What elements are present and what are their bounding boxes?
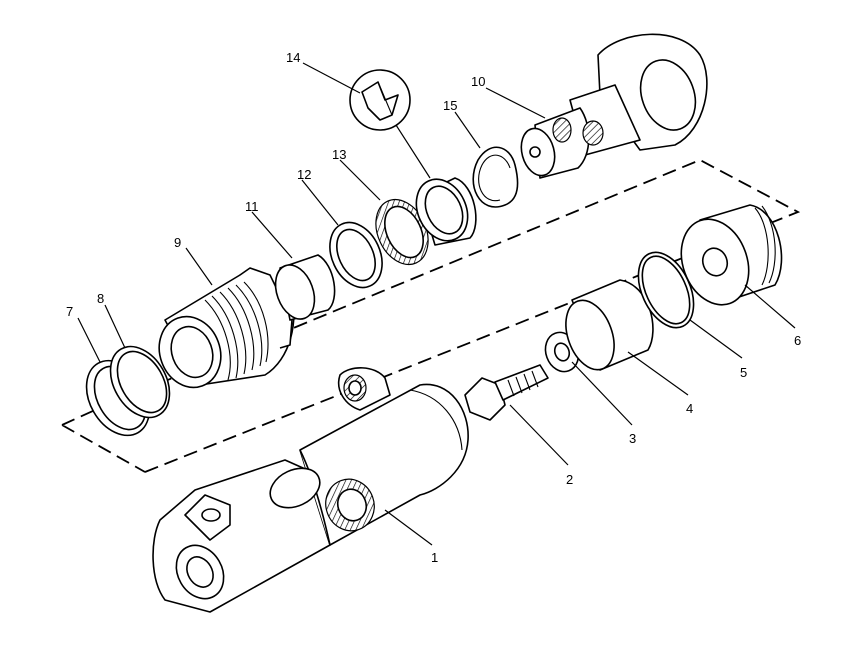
callout-15: 15 [443,98,457,113]
seal-detail-circle [349,69,411,131]
seal-ring [637,251,695,329]
wear-ring [565,279,654,371]
ring-8 [109,345,171,419]
callout-7: 7 [66,304,73,319]
callout-labels: 1 2 3 4 5 6 7 8 9 10 11 12 13 14 15 [66,50,801,565]
callout-11: 11 [245,199,259,214]
piston [680,204,783,306]
callout-14: 14 [286,50,300,65]
callout-3: 3 [629,431,636,446]
callout-9: 9 [174,235,181,250]
callout-1: 1 [431,550,438,565]
leader-lines [77,62,796,546]
callout-2: 2 [566,472,573,487]
callout-6: 6 [794,333,801,348]
cylinder-barrel [152,367,469,613]
callout-8: 8 [97,291,104,306]
bolt [464,364,549,421]
callout-5: 5 [740,365,747,380]
cylinder-head [158,267,295,389]
bushing [274,254,336,321]
rod-seal [415,177,477,246]
rod-end [520,33,708,179]
seal-13 [375,198,429,266]
callout-12: 12 [297,167,311,182]
callout-4: 4 [686,401,693,416]
ring-12 [329,221,383,289]
snap-ring [472,146,519,208]
callout-13: 13 [332,147,346,162]
callout-10: 10 [471,74,485,89]
